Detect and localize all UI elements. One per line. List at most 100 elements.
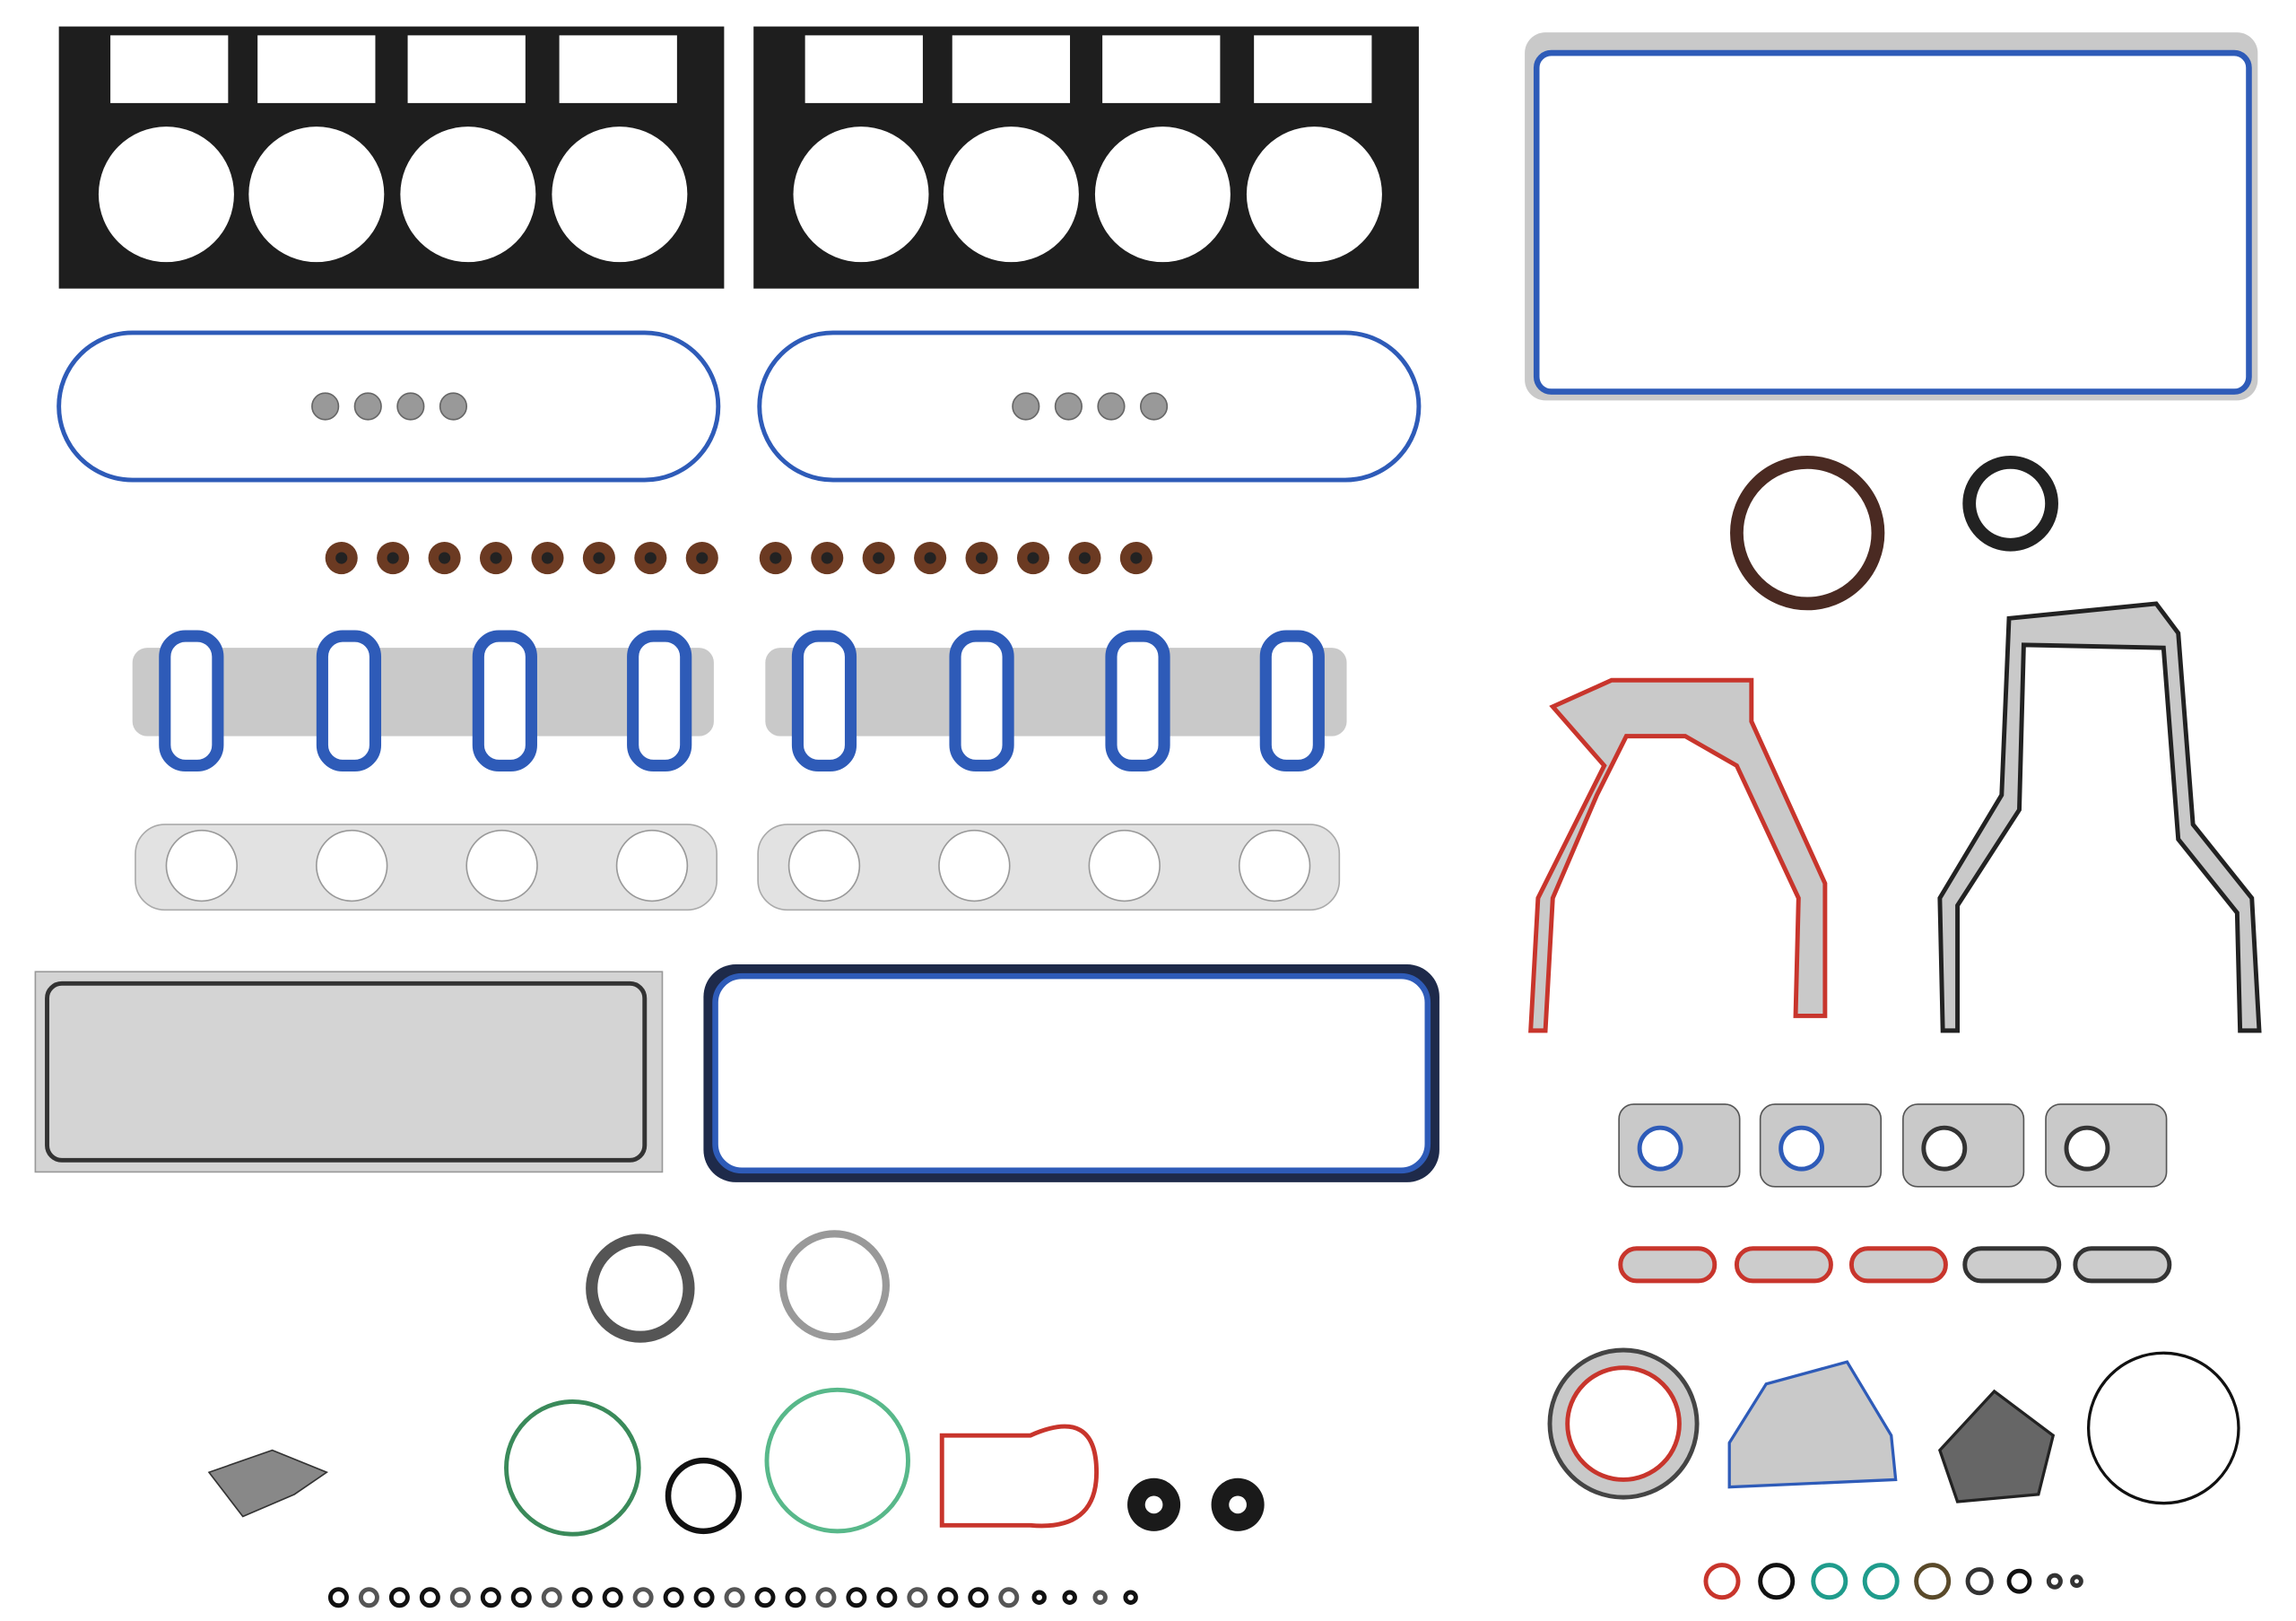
small-oring xyxy=(1123,1590,1138,1605)
seal-ring-2 xyxy=(778,1230,890,1341)
valley-gasket-left xyxy=(34,971,664,1173)
exhaust-port xyxy=(787,829,861,902)
small-oring xyxy=(449,1587,471,1608)
grommet xyxy=(1097,392,1126,421)
egr-gasket-port xyxy=(1779,1125,1825,1172)
small-oring xyxy=(785,1587,806,1608)
exhaust-gaskets xyxy=(135,824,1341,911)
small-oring xyxy=(724,1587,745,1608)
black-oring xyxy=(665,1457,743,1535)
intake-port-seal xyxy=(1259,630,1325,772)
small-oring xyxy=(1092,1590,1108,1605)
small-oring xyxy=(602,1587,623,1608)
front-cover-gasket xyxy=(1528,677,1828,1033)
valve-stem-seal-hole xyxy=(593,552,605,564)
small-oring xyxy=(1914,1563,1952,1600)
small-gaskets xyxy=(1618,1103,2172,1284)
valve-cover-gasket-left xyxy=(57,330,721,483)
intake-port-seal xyxy=(316,630,382,772)
valve-stem-seal-hole xyxy=(644,552,657,564)
front-crank-seal xyxy=(1962,455,2058,552)
small-gasket xyxy=(1734,1246,1833,1284)
seal-ring-1 xyxy=(586,1233,695,1343)
grommet xyxy=(1054,392,1083,421)
exhaust-port xyxy=(615,829,689,902)
small-oring xyxy=(1965,1567,1994,1596)
small-gasket xyxy=(2073,1246,2172,1284)
small-oring xyxy=(327,1587,349,1608)
egr-gasket-port xyxy=(1921,1125,1968,1172)
grommet xyxy=(1012,392,1040,421)
small-oring xyxy=(663,1587,684,1608)
small-oring xyxy=(1703,1563,1741,1600)
small-oring xyxy=(815,1587,837,1608)
intake-port-seal xyxy=(949,630,1014,772)
valve-stem-seal-hole xyxy=(1078,552,1091,564)
small-orings-bottom xyxy=(327,1587,1138,1608)
intake-port-seal xyxy=(1105,630,1170,772)
head-gasket-right xyxy=(753,26,1419,289)
valve-stem-seal-hole xyxy=(1027,552,1039,564)
exhaust-port xyxy=(465,829,538,902)
small-oring xyxy=(1811,1563,1848,1600)
grommet xyxy=(353,392,382,421)
small-oring xyxy=(2046,1573,2063,1590)
large-oring xyxy=(2086,1351,2240,1505)
small-oring xyxy=(1031,1590,1047,1605)
exhaust-gasket xyxy=(757,824,1341,911)
small-oring xyxy=(907,1587,928,1608)
small-gasket xyxy=(1848,1246,1948,1284)
small-oring xyxy=(937,1587,959,1608)
oil-pan-gasket xyxy=(1525,32,2258,401)
valve-stem-seal-hole xyxy=(541,552,554,564)
egr-gasket-port xyxy=(1637,1125,1683,1172)
green-oring-2 xyxy=(764,1387,910,1534)
rear-main-seal xyxy=(1730,455,1885,611)
small-oring xyxy=(541,1587,562,1608)
small-orings-right xyxy=(1703,1563,2083,1600)
small-oring xyxy=(632,1587,654,1608)
rear-cover-gasket xyxy=(1937,601,2262,1033)
cover-plate-gasket xyxy=(1727,1360,1898,1489)
valve-cover-gasket-right xyxy=(757,330,1422,483)
small-oring xyxy=(754,1587,776,1608)
valley-gasket-right xyxy=(703,964,1439,1182)
intake-port-seal xyxy=(472,630,537,772)
valve-stem-seal-hole xyxy=(924,552,936,564)
small-oring xyxy=(2006,1568,2032,1594)
small-oring xyxy=(358,1587,379,1608)
valve-stem-seal-hole xyxy=(439,552,451,564)
valve-stem-seal-hole xyxy=(976,552,988,564)
valve-stem-seal-hole xyxy=(770,552,782,564)
small-gasket xyxy=(1962,1246,2062,1284)
intake-port-seal xyxy=(159,630,224,772)
grommets xyxy=(311,392,1169,421)
small-gasket xyxy=(1618,1246,1718,1284)
valve-stem-seal-hole xyxy=(387,552,399,564)
throttle-gasket xyxy=(207,1449,329,1518)
small-oring xyxy=(876,1587,898,1608)
exhaust-port xyxy=(316,829,388,902)
small-oring xyxy=(1062,1590,1077,1605)
small-oring xyxy=(419,1587,440,1608)
exhaust-port xyxy=(1088,829,1161,902)
small-oring xyxy=(846,1587,867,1608)
intake-gasket-plate xyxy=(132,648,714,736)
small-oring xyxy=(1758,1563,1796,1600)
exhaust-port xyxy=(938,829,1011,902)
valve-stem-seal-hole xyxy=(821,552,833,564)
small-oring xyxy=(510,1587,532,1608)
intake-gasket-plate xyxy=(765,648,1347,736)
grommet xyxy=(396,392,425,421)
small-oring xyxy=(968,1587,989,1608)
egr-gasket-port xyxy=(2064,1125,2110,1172)
valve-stem-seal-hole xyxy=(696,552,709,564)
green-oring-1 xyxy=(504,1399,641,1537)
red-gasket xyxy=(939,1424,1100,1529)
grommet xyxy=(1139,392,1169,421)
exhaust-port xyxy=(165,829,239,902)
valve-stem-seal-hole xyxy=(335,552,348,564)
small-oring xyxy=(571,1587,593,1608)
small-oring xyxy=(693,1587,715,1608)
head-gasket-left xyxy=(58,26,725,289)
